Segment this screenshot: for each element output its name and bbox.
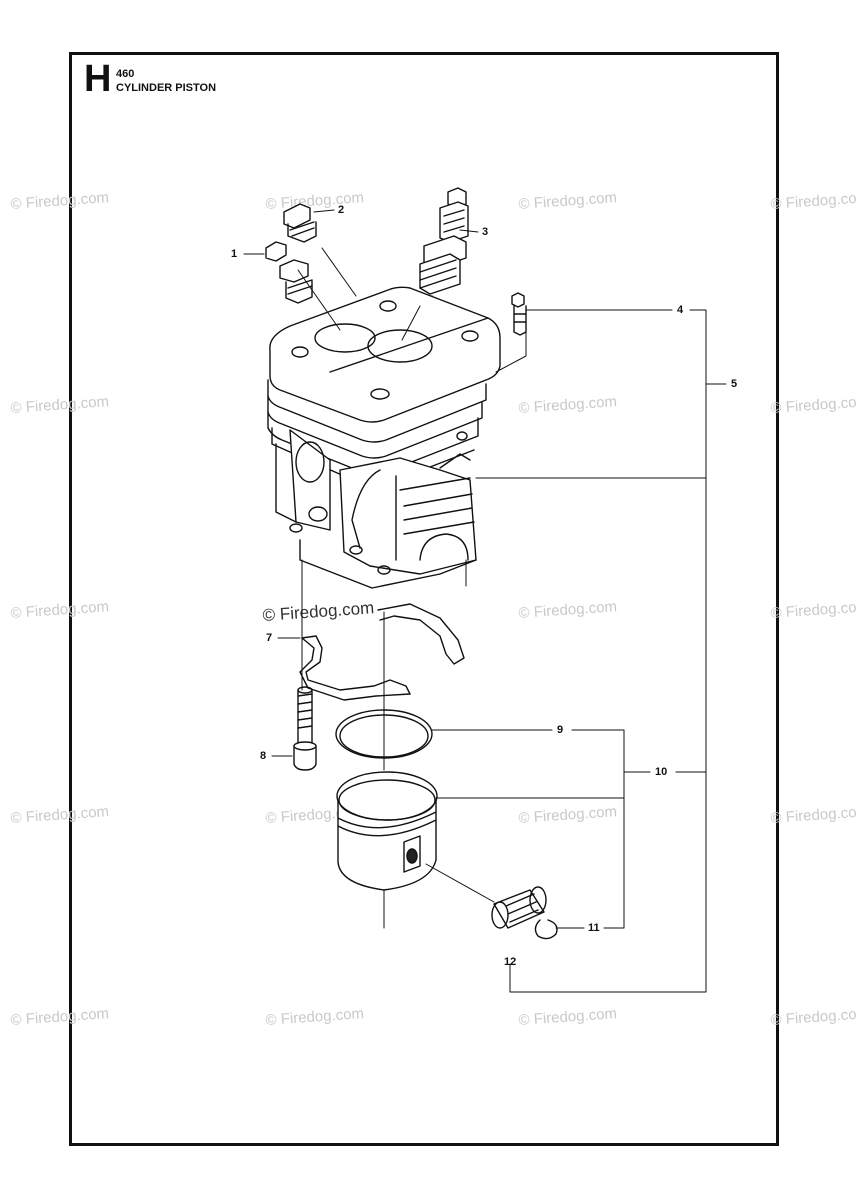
leader-lines (243, 209, 727, 993)
part-4-pin (511, 292, 527, 336)
callout-9: 9 (557, 724, 564, 736)
callout-1: 1 (231, 248, 238, 260)
part-8-screw (293, 686, 317, 771)
section-letter: H (84, 58, 112, 100)
callout-12: 12 (504, 956, 517, 968)
callout-2: 2 (338, 204, 345, 216)
diagram-frame (69, 52, 779, 1146)
model-number: 460 (116, 68, 135, 80)
part-10-piston (336, 771, 438, 891)
callout-3: 3 (482, 226, 489, 238)
part-3-spark-plug (419, 187, 469, 309)
callout-7: 7 (266, 632, 273, 644)
part-5-cylinder (267, 286, 501, 589)
part-12-needle-bearing (491, 886, 547, 929)
part-11-circlip (534, 919, 558, 940)
callout-11: 11 (588, 922, 600, 934)
part-2-plug (283, 203, 317, 243)
part-7-gasket (299, 603, 465, 701)
callout-5: 5 (731, 378, 738, 390)
callout-10: 10 (655, 766, 668, 778)
part-1-decompression-valve (265, 241, 313, 304)
callout-4: 4 (677, 304, 684, 316)
callout-8: 8 (260, 750, 267, 762)
diagram-title: CYLINDER PISTON (116, 82, 217, 94)
